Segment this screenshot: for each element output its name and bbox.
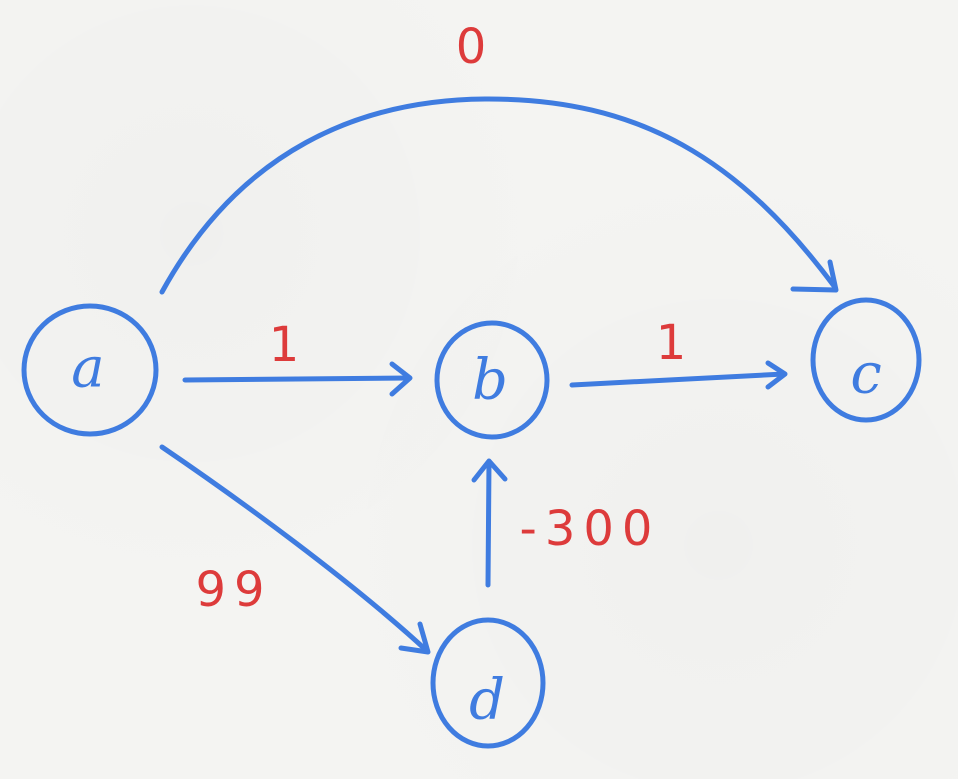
edge-a-d: 99 bbox=[159, 444, 431, 655]
edge-a-d-arrowhead bbox=[398, 621, 431, 655]
edge-b-c-weight: 1 bbox=[656, 315, 695, 371]
node-d-circle bbox=[430, 617, 546, 749]
edge-d-b-line bbox=[485, 459, 492, 588]
node-b-circle bbox=[434, 320, 550, 440]
edge-a-b-arrowhead bbox=[389, 361, 413, 397]
edge-a-d-weight: 99 bbox=[195, 562, 272, 618]
edge-a-c-line bbox=[159, 96, 837, 295]
node-d-label: d bbox=[469, 668, 505, 733]
edge-a-c-weight: 0 bbox=[456, 19, 495, 75]
edge-d-b-arrowhead bbox=[471, 458, 508, 483]
edge-a-b-line bbox=[182, 375, 412, 383]
node-c: c bbox=[810, 297, 922, 423]
node-b: b bbox=[434, 320, 550, 440]
node-a: a bbox=[21, 303, 159, 437]
node-d: d bbox=[430, 617, 546, 749]
edge-a-c-arrowhead bbox=[790, 259, 839, 293]
edge-a-b: 1 bbox=[182, 317, 413, 397]
edge-a-b-weight: 1 bbox=[269, 317, 308, 373]
edge-a-d-line bbox=[159, 444, 429, 653]
node-a-label: a bbox=[71, 336, 104, 401]
node-b-label: b bbox=[472, 348, 508, 413]
edge-b-c: 1 bbox=[569, 315, 788, 390]
edge-a-c: 0 bbox=[159, 19, 839, 295]
node-c-circle bbox=[810, 297, 922, 423]
edge-b-c-line bbox=[569, 371, 787, 388]
edge-b-c-arrowhead bbox=[765, 360, 788, 390]
node-a-circle bbox=[21, 303, 159, 437]
node-c-label: c bbox=[850, 342, 881, 407]
edge-d-b: -300 bbox=[471, 458, 661, 588]
edge-d-b-weight: -300 bbox=[520, 501, 661, 557]
